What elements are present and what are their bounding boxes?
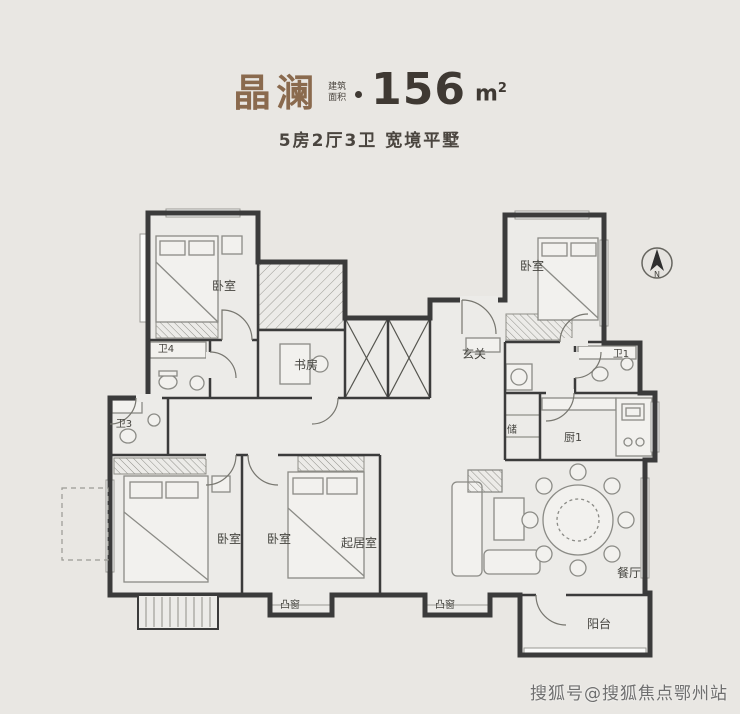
room-label-bath3: 卫3 (116, 419, 132, 430)
area-value: 156 (371, 63, 466, 115)
sofa-set (451, 469, 541, 577)
room-label-bedroom-bottom-left: 卧室 (217, 531, 241, 546)
area-unit: m2 (474, 81, 507, 107)
study-desk (279, 343, 329, 385)
room-label-storage: 储 (507, 423, 517, 436)
bed-bottom-mid (287, 471, 365, 579)
terrace-steps (137, 594, 219, 630)
area-type-label: 建筑 面积 (328, 82, 346, 104)
compass-icon: N (641, 247, 673, 279)
dining-table (521, 463, 635, 577)
room-label-foyer: 玄关 (462, 346, 486, 361)
washing-machine (505, 363, 533, 391)
room-label-bedroom-top-left: 卧室 (212, 278, 236, 293)
door-openings (136, 296, 588, 599)
room-label-bath1: 卫1 (613, 349, 629, 360)
area-label-bottom: 面积 (328, 93, 347, 103)
room-label-bay-window-right: 凸窗 (435, 598, 455, 611)
bath4-fixtures (149, 341, 207, 391)
room-label-kitchen: 厨1 (564, 431, 582, 444)
bullet-separator (355, 90, 363, 98)
title-row: 晶澜 建筑 面积 156 m2 (0, 60, 740, 118)
compass-n-label: N (654, 270, 660, 279)
room-label-dining-room: 餐厅 (617, 565, 641, 580)
room-label-living-room: 起居室 (341, 535, 377, 550)
door-arcs (109, 299, 602, 626)
room-label-bedroom-bottom-mid: 卧室 (267, 531, 291, 546)
plan-header: 晶澜 建筑 面积 156 m2 5房2厅3卫 宽境平墅 (0, 60, 740, 152)
room-label-bath4: 卫4 (158, 344, 174, 355)
bed-bottom-left (123, 475, 231, 583)
watermark: 搜狐号@搜狐焦点鄂州站 (530, 684, 728, 704)
elevator-shaft (344, 317, 431, 399)
dashed-outline-area (61, 487, 109, 561)
kitchen-counter (541, 397, 653, 457)
bed-top-right (537, 237, 599, 321)
foyer-cabinet (465, 337, 501, 353)
room-label-bay-window-left: 凸窗 (280, 598, 300, 611)
room-labels: 卧室 卧室 卫4 卫3 卫1 书房 玄关 储 厨1 卧室 卧室 起居室 餐厅 阳… (116, 258, 641, 631)
hatched-open-area (258, 262, 346, 330)
plan-title: 晶澜 (233, 69, 320, 115)
plan-subtitle: 5房2厅3卫 宽境平墅 (278, 131, 462, 151)
room-label-study: 书房 (294, 357, 318, 372)
room-label-balcony: 阳台 (587, 616, 611, 631)
bed-top-left (155, 235, 243, 323)
furniture (111, 235, 653, 583)
outer-walls (107, 210, 658, 658)
room-label-bedroom-top-right: 卧室 (520, 258, 544, 273)
area-label-top: 建筑 (328, 82, 347, 93)
storage-shelves (505, 414, 540, 438)
